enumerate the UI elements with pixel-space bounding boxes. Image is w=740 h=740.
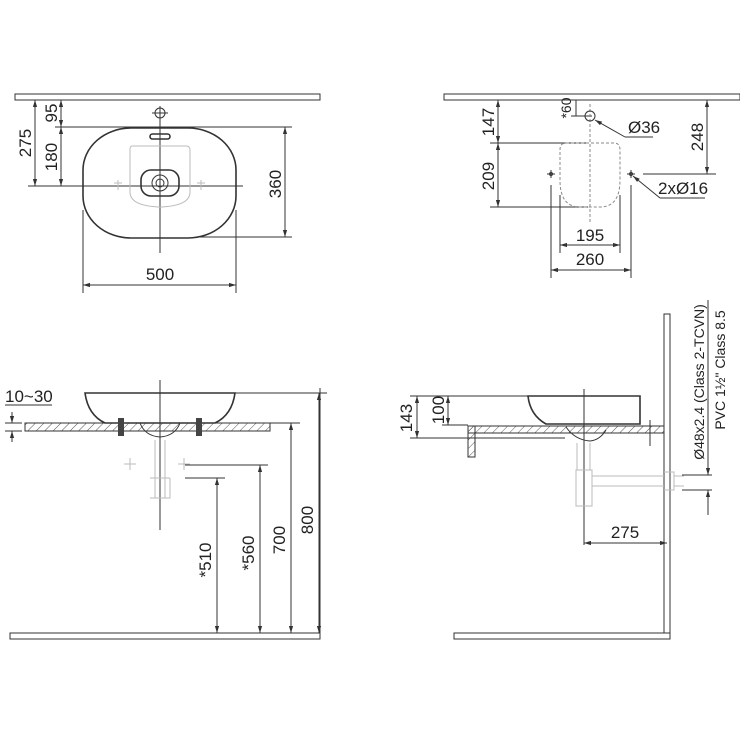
dim-143: 143: [397, 404, 416, 432]
basin-profile: [527, 395, 641, 425]
plan-view: 275 95 180 360 500: [14, 93, 321, 293]
dim-209: 209: [479, 162, 498, 190]
dim-260: 260: [576, 250, 604, 269]
basin-footprint: [559, 142, 621, 208]
dim-360: 360: [266, 170, 285, 198]
dim-180: 180: [42, 143, 61, 171]
wall-layout-view: 147 209 *60 Ø36 248 2xØ16 195 260: [443, 93, 740, 278]
dim-2x-diameter-16: 2xØ16: [658, 179, 708, 198]
dim-100: 100: [429, 396, 448, 424]
wall: [443, 93, 740, 101]
dim-510: *510: [196, 543, 215, 578]
dim-60: *60: [558, 97, 574, 118]
drain: [140, 169, 180, 197]
basin-profile: [84, 392, 236, 424]
pvc-spec-label: PVC 1½" Class 8.5: [712, 310, 728, 430]
dim-500: 500: [146, 265, 174, 284]
dim-800: 800: [298, 506, 317, 534]
dim-195: 195: [576, 226, 604, 245]
dim-275: 275: [16, 129, 35, 157]
dim-275: 275: [611, 523, 639, 542]
dim-diameter-36: Ø36: [628, 118, 660, 137]
dim-10-30: 10~30: [5, 387, 53, 406]
pipe-spec-label: Ø48x2.4 (Class 2-TCVN): [691, 304, 707, 460]
waste-hole-icon: [584, 110, 596, 122]
dim-560: *560: [239, 536, 258, 571]
basin-outline: [82, 127, 237, 239]
countertop: [24, 422, 271, 432]
overflow-slot: [149, 133, 171, 140]
floor: [9, 632, 321, 640]
dim-248: 248: [688, 123, 707, 151]
dim-95: 95: [42, 104, 61, 123]
wall: [14, 93, 321, 101]
dim-147: 147: [479, 108, 498, 136]
floor: [453, 632, 671, 640]
front-elevation: 10~30 *510 *560 700 800: [5, 380, 327, 640]
wall: [663, 313, 671, 640]
dim-700: 700: [270, 526, 289, 554]
side-elevation: 143 100 275 Ø48x2.4 (Class 2-TCVN) PVC 1…: [397, 300, 728, 640]
